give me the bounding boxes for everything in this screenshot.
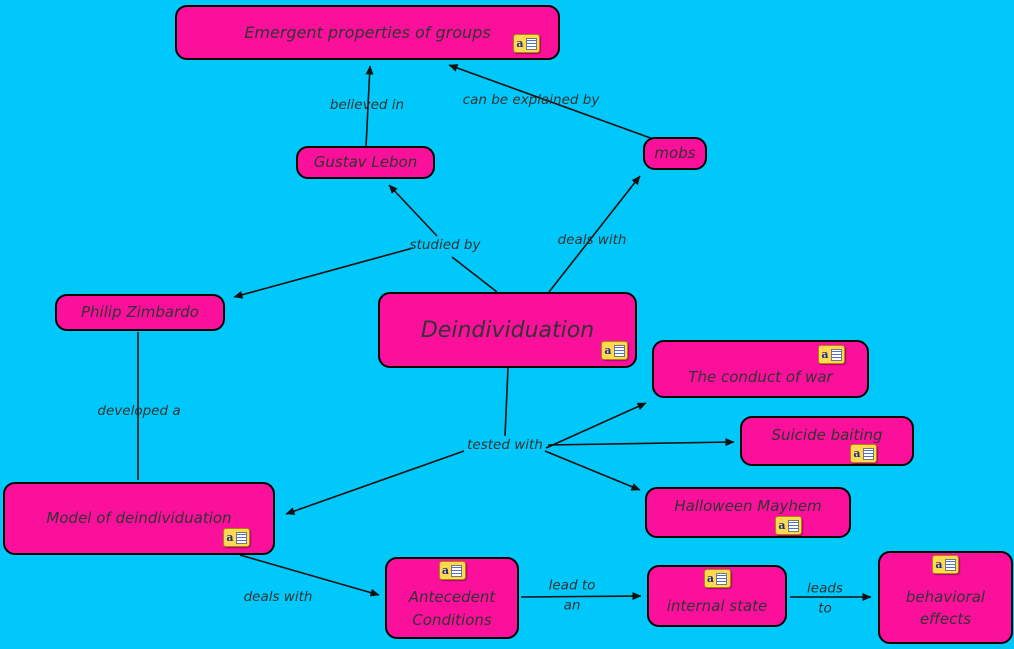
linking-phrase-believed-in[interactable]: believed in <box>329 97 405 114</box>
resource-letter: a <box>441 564 450 577</box>
resource-icon[interactable]: a <box>932 555 959 574</box>
linking-phrase-deals-with-mobs[interactable]: deals with <box>557 232 627 249</box>
node-label: mobs <box>654 144 696 163</box>
resource-doc-glyph <box>716 572 728 585</box>
resource-letter: a <box>821 348 829 361</box>
node-philip-zimbardo[interactable]: Philip Zimbardo <box>55 294 225 331</box>
resource-doc-glyph <box>613 344 625 357</box>
resource-doc-glyph <box>525 37 537 50</box>
connector-gustav-emergent <box>365 65 374 148</box>
resource-letter: a <box>706 572 715 585</box>
connector-deind-mobs <box>548 175 641 293</box>
node-label: The conduct of war <box>688 367 833 386</box>
connector-model-antecedent <box>239 554 380 597</box>
resource-icon[interactable]: a <box>223 528 250 547</box>
linking-phrase-line1: leads <box>807 580 843 597</box>
node-behavioral-effects[interactable]: a behavioral effects <box>878 551 1013 644</box>
resource-letter: a <box>778 519 786 532</box>
node-internal-state[interactable]: a internal state <box>647 565 787 627</box>
connector-antecedent-internal <box>520 592 642 601</box>
node-label: behavioral effects <box>905 587 986 629</box>
linking-phrase-lead-to-an[interactable]: lead to an <box>549 576 596 615</box>
node-antecedent-conditions[interactable]: a Antecedent Conditions <box>385 557 519 639</box>
resource-letter: a <box>604 344 612 357</box>
resource-doc-glyph <box>830 348 842 361</box>
node-label: internal state <box>666 597 768 616</box>
connector-testedwith-model <box>285 450 465 515</box>
node-label: Philip Zimbardo <box>81 303 199 322</box>
connector-studiedby-gustav <box>388 184 438 237</box>
connector-testedwith-suicide <box>547 438 735 447</box>
linking-phrase-leads-to[interactable]: leads to <box>807 579 843 618</box>
resource-letter: a <box>853 447 861 460</box>
resource-letter: a <box>516 37 524 50</box>
node-emergent-properties[interactable]: Emergent properties of groups a <box>175 5 560 60</box>
node-label: Halloween Mayhem <box>674 497 822 515</box>
linking-phrase-developed-a[interactable]: developed a <box>97 403 181 420</box>
connector-testedwith-halloween <box>544 450 641 491</box>
linking-phrase-line2: an <box>563 597 581 613</box>
resource-doc-glyph <box>944 558 956 571</box>
node-deindividuation[interactable]: Deindividuation a <box>378 292 637 368</box>
resource-icon[interactable]: a <box>513 34 540 53</box>
resource-icon[interactable]: a <box>818 345 845 364</box>
node-mobs[interactable]: mobs <box>643 137 707 170</box>
resource-doc-glyph <box>862 447 874 460</box>
resource-icon[interactable]: a <box>438 561 466 580</box>
connector-testedwith-conduct <box>545 402 647 449</box>
node-label: Emergent properties of groups <box>244 22 491 42</box>
linking-phrase-tested-with[interactable]: tested with <box>467 437 543 454</box>
node-model-of-deindividuation[interactable]: Model of deindividuation a <box>3 482 275 555</box>
node-conduct-of-war[interactable]: The conduct of war a <box>652 340 869 398</box>
resource-icon[interactable]: a <box>775 516 802 535</box>
connector-studiedby-philip <box>233 247 414 299</box>
linking-phrase-line1: lead to <box>548 577 596 594</box>
resource-icon[interactable]: a <box>601 341 628 360</box>
node-label: Gustav Lebon <box>313 153 418 172</box>
resource-doc-glyph <box>451 564 463 577</box>
connector-deind-testedwith <box>504 367 509 437</box>
node-label: Suicide baiting <box>771 426 883 444</box>
resource-icon[interactable]: a <box>703 569 731 588</box>
connector-mobs-emergent <box>448 64 657 141</box>
node-halloween-mayhem[interactable]: Halloween Mayhem a <box>645 487 851 538</box>
resource-letter: a <box>935 558 943 571</box>
resource-letter: a <box>226 531 234 544</box>
resource-icon[interactable]: a <box>850 444 877 463</box>
node-label: Antecedent Conditions <box>408 588 496 629</box>
resource-doc-glyph <box>235 531 247 544</box>
node-label: Deindividuation <box>420 317 595 343</box>
node-suicide-baiting[interactable]: Suicide baiting a <box>740 416 914 466</box>
node-label: Model of deindividuation <box>46 509 232 528</box>
linking-phrase-studied-by[interactable]: studied by <box>409 237 481 254</box>
linking-phrase-line2: to <box>818 600 832 616</box>
resource-doc-glyph <box>787 519 799 532</box>
linking-phrase-can-be-explained-by[interactable]: can be explained by <box>462 92 600 109</box>
linking-phrase-deals-with-antecedent[interactable]: deals with <box>243 589 313 606</box>
connector-deind-studiedby <box>451 256 498 293</box>
node-gustav-lebon[interactable]: Gustav Lebon <box>296 146 435 179</box>
